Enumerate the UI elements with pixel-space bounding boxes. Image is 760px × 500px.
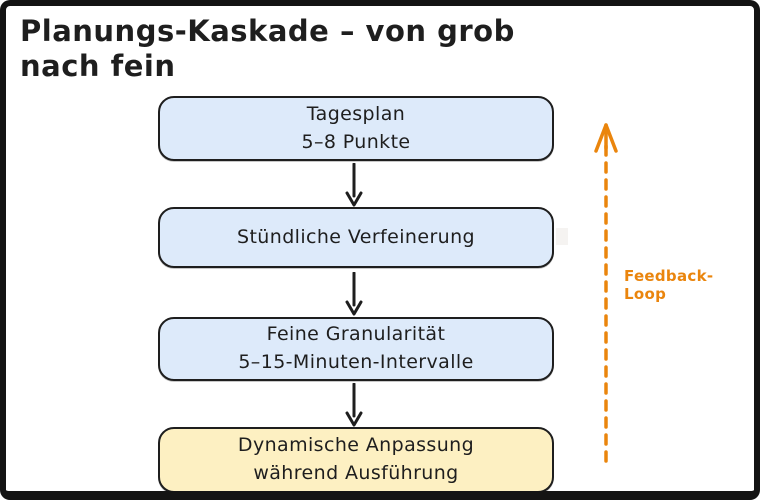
feedback-up-arrow-icon [594,123,618,470]
diagram-title: Planungs-Kaskade – von grob nach fein [20,14,515,83]
feedback-arrow-label: Feedback-Loop [624,267,714,303]
selection-handle-artifact [556,228,568,245]
down-arrow-icon [345,272,363,316]
box-text-line: 5–8 Punkte [301,130,411,153]
flow-box-tagesplan: Tagesplan 5–8 Punkte [158,96,554,161]
down-arrow-icon [345,383,363,427]
down-arrow-icon [345,163,363,207]
flow-box-stuendliche-verfeinerung: Stündliche Verfeinerung [158,207,554,268]
box-text-line: 5–15-Minuten-Intervalle [238,351,474,373]
box-text-line: Dynamische Anpassung [237,434,475,457]
flow-box-feine-granularitaet: Feine Granularität 5–15-Minuten-Interval… [158,317,554,381]
box-text-line: Tagesplan [306,102,406,125]
box-text-line: Feine Granularität [266,323,446,346]
box-text-line: Stündliche Verfeinerung [237,225,475,248]
box-text-line: während Ausführung [253,462,459,484]
flow-box-dynamische-anpassung: Dynamische Anpassung während Ausführung [158,427,554,491]
